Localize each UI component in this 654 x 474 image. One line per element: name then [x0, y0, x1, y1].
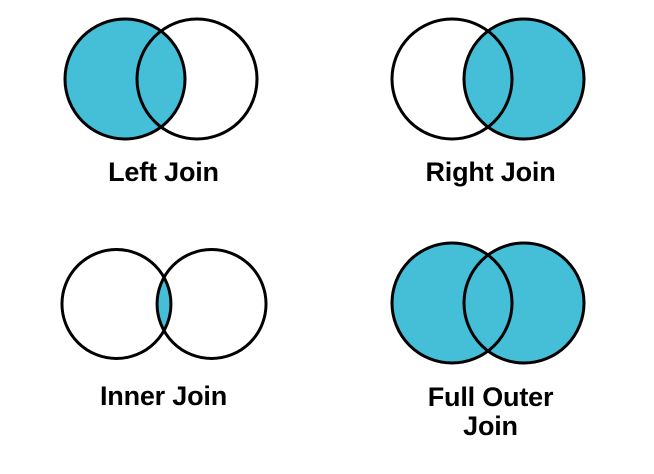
- diagram-full-outer-join: Full Outer Join: [327, 225, 654, 474]
- right-circle-outline: [462, 17, 585, 141]
- venn-left-join-svg: [63, 17, 258, 141]
- venn-full-outer-join-svg: [390, 241, 585, 365]
- intersection-region: [463, 19, 512, 139]
- venn-right-join: [386, 13, 596, 145]
- venn-inner-join: [59, 243, 269, 365]
- label-right-join: Right Join: [425, 157, 556, 187]
- right-circle-outline: [135, 17, 258, 141]
- venn-full-outer-join: [386, 237, 596, 369]
- right-circle-fill: [463, 243, 584, 363]
- right-circle-outline: [462, 241, 585, 365]
- left-circle-outline: [390, 17, 513, 141]
- left-circle-outline: [63, 17, 186, 141]
- venn-inner-join-svg: [59, 248, 268, 360]
- left-circle-fill: [61, 249, 171, 359]
- label-full-outer-join: Full Outer Join: [427, 382, 554, 442]
- right-circle-fill: [156, 249, 266, 359]
- diagram-inner-join: Inner Join: [0, 225, 327, 474]
- label-left-join: Left Join: [108, 157, 219, 187]
- venn-left-join: [59, 13, 269, 145]
- intersection-region: [136, 19, 185, 139]
- venn-right-join-svg: [390, 17, 585, 141]
- label-inner-join: Inner Join: [99, 381, 227, 411]
- diagram-right-join: Right Join: [327, 0, 654, 225]
- right-circle-outline: [155, 248, 268, 360]
- left-circle-outline: [59, 248, 172, 360]
- left-circle-outline: [390, 241, 513, 365]
- diagram-left-join: Left Join: [0, 0, 327, 225]
